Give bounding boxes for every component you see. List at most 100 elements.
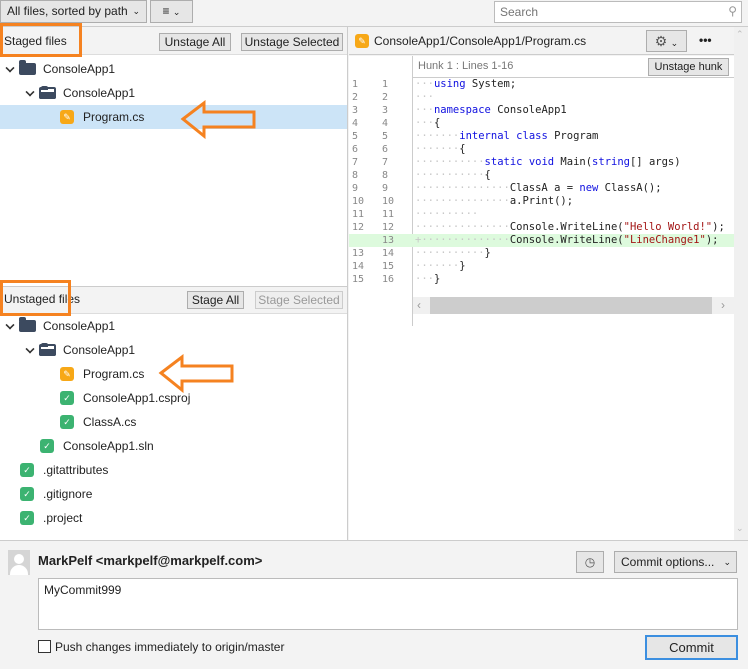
tree-item-folder[interactable]: ConsoleApp1	[0, 57, 347, 81]
code-token: ClassA();	[598, 182, 662, 194]
old-line-number: 7	[352, 157, 359, 168]
modified-icon: ✎	[355, 34, 369, 48]
whitespace-marker: ···········	[415, 169, 485, 181]
whitespace-marker: ···········	[415, 247, 485, 259]
old-line-number: 14	[352, 261, 365, 272]
settings-button[interactable]: ⚙ ⌄	[646, 30, 687, 52]
whitespace-marker: ···	[415, 117, 434, 129]
scroll-left-icon[interactable]: ‹	[417, 298, 421, 312]
code-text: ···········{	[415, 169, 491, 182]
code-text: ·······}	[415, 260, 466, 273]
clock-icon: ◷	[584, 555, 596, 569]
tree-view-toggle[interactable]: ≡ ⌄	[150, 0, 193, 23]
code-token: new	[579, 182, 599, 194]
old-line-number: 10	[352, 196, 365, 207]
chevron-down-icon: ⌄	[172, 7, 181, 17]
search-input[interactable]	[495, 2, 715, 22]
tree-item-folder[interactable]: ConsoleApp1	[0, 314, 347, 338]
new-line-number: 7	[382, 157, 389, 168]
scroll-right-icon[interactable]: ›	[721, 298, 725, 312]
tree-item-file[interactable]: ✓.gitattributes	[0, 458, 347, 482]
search-box[interactable]: ⚲	[494, 1, 742, 23]
diff-file-path: ConsoleApp1/ConsoleApp1/Program.cs	[374, 34, 587, 48]
code-token: [] args)	[629, 156, 681, 168]
folder-icon	[19, 317, 36, 332]
commit-options-button[interactable]: Commit options...⌄	[614, 551, 737, 573]
unstaged-header: Unstaged files Stage All Stage Selected	[0, 286, 347, 314]
code-token: static	[484, 156, 523, 168]
code-text: ·······{	[415, 143, 466, 156]
new-line-number: 13	[382, 235, 395, 246]
commit-author: MarkPelf <markpelf@markpelf.com>	[38, 553, 263, 568]
commit-button[interactable]: Commit	[645, 635, 738, 660]
code-token: Console.WriteLine(	[509, 221, 624, 233]
scrollbar-thumb[interactable]	[430, 297, 712, 314]
tree-item-folder[interactable]: ConsoleApp1	[0, 338, 347, 362]
push-checkbox[interactable]	[38, 640, 51, 653]
scroll-down-icon[interactable]: ⌄	[736, 523, 744, 533]
folder-open-icon	[39, 86, 56, 99]
hunk-header: Hunk 1 : Lines 1-16 Unstage hunk	[413, 56, 734, 78]
chevron-down-icon: ⌄	[723, 557, 731, 567]
code-line: 13+··············Console.WriteLine("Line…	[349, 234, 734, 247]
chevron-down-icon	[5, 320, 15, 330]
new-line-number: 14	[382, 248, 395, 259]
unstage-hunk-button[interactable]: Unstage hunk	[648, 58, 729, 76]
whitespace-marker: ·······	[415, 130, 460, 142]
new-line-number: 5	[382, 131, 389, 142]
search-icon: ⚲	[728, 4, 737, 18]
code-text: ···············Console.WriteLine("Hello …	[415, 221, 725, 234]
stage-selected-button[interactable]: Stage Selected	[255, 291, 343, 309]
code-token: );	[705, 234, 719, 246]
code-text: ···}	[415, 273, 440, 286]
tree-item-file[interactable]: ✓ClassA.cs	[0, 410, 347, 434]
commit-message-input[interactable]: MyCommit999	[38, 578, 738, 630]
tree-item-file[interactable]: ✎Program.cs	[0, 362, 347, 386]
code-text: ·······internal class Program	[415, 130, 598, 143]
chevron-down-icon	[25, 87, 35, 97]
old-line-number: 13	[352, 248, 365, 259]
horizontal-scrollbar[interactable]: ‹ ›	[413, 297, 734, 314]
code-token: Main(	[554, 156, 593, 168]
old-line-number: 8	[352, 170, 359, 181]
tree-item-file[interactable]: ✓.project	[0, 506, 347, 530]
tree-item-file[interactable]: ✓.gitignore	[0, 482, 347, 506]
tree-item-file[interactable]: ✎Program.cs	[0, 105, 347, 129]
tree-item-folder[interactable]: ConsoleApp1	[0, 81, 347, 105]
checked-icon: ✓	[20, 487, 34, 501]
checked-icon: ✓	[60, 391, 74, 405]
folder-icon	[19, 60, 36, 75]
chevron-down-icon: ⌄	[670, 38, 679, 48]
history-button[interactable]: ◷	[576, 551, 604, 573]
new-line-number: 4	[382, 118, 389, 129]
code-token: class	[516, 130, 548, 142]
divider	[0, 26, 748, 27]
code-token: string	[592, 156, 630, 168]
tree-item-file[interactable]: ✓ConsoleApp1.sln	[0, 434, 347, 458]
scroll-up-icon[interactable]: ⌃	[736, 29, 744, 39]
vertical-scrollbar[interactable]: ⌃ ⌄	[734, 27, 748, 540]
whitespace-marker: +··············	[415, 234, 510, 246]
tree-item-file[interactable]: ✓ConsoleApp1.csproj	[0, 386, 347, 410]
modified-icon: ✎	[60, 110, 74, 124]
chevron-down-icon	[25, 344, 35, 354]
unstage-selected-button[interactable]: Unstage Selected	[241, 33, 343, 51]
diff-header: ✎ ConsoleApp1/ConsoleApp1/Program.cs ⚙ ⌄…	[349, 27, 734, 55]
stage-all-button[interactable]: Stage All	[187, 291, 244, 309]
folder-open-icon	[39, 343, 56, 356]
old-line-number: 11	[352, 209, 365, 220]
code-text: ···············ClassA a = new ClassA();	[415, 182, 662, 195]
unstage-all-button[interactable]: Unstage All	[159, 33, 231, 51]
view-select[interactable]: All files, sorted by path⌄	[0, 0, 147, 23]
code-text: ···using System;	[415, 78, 516, 91]
more-button[interactable]: •••	[699, 33, 712, 47]
